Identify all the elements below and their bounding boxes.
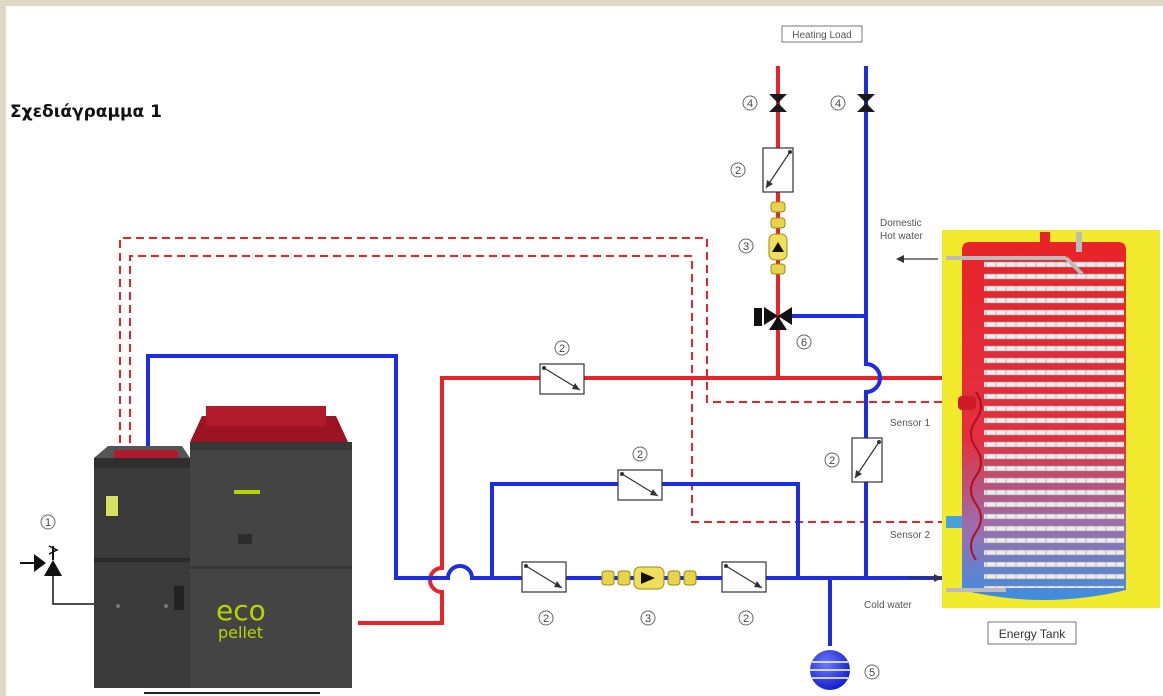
shutoff-valve-return [857, 94, 875, 112]
safety-valve [20, 545, 94, 605]
energy-tank-label: Energy Tank [999, 627, 1066, 641]
num-circle-valve-4a [742, 95, 758, 111]
num-circle-sensor-a [730, 162, 746, 178]
num-valve-4b: 4 [835, 98, 841, 110]
num-sensor-e: 2 [743, 613, 749, 625]
flow-sensor-heating-supply [762, 147, 794, 193]
energy-tank-label-box [987, 621, 1077, 645]
diagram-title: Σχεδιάγραμμα 1 [10, 102, 162, 122]
boiler-logo-line2: pellet [218, 623, 263, 642]
expansion-vessel [810, 650, 850, 690]
hot-water-label-line2: Hot water [880, 231, 923, 242]
num-sensor-c: 2 [637, 449, 643, 461]
num-sensor-d: 2 [543, 613, 549, 625]
num-safety-valve: 1 [45, 517, 51, 529]
hot-water-label-line1: Domestic [880, 218, 922, 229]
heating-load-label: Heating Load [792, 30, 852, 41]
energy-tank [942, 230, 1160, 608]
heating-system-diagram: Heating Load 4 4 2 2 [20, 25, 1160, 694]
num-sensor-a: 2 [735, 165, 741, 177]
num-circle-sensor-f [824, 452, 840, 468]
num-pump-a: 3 [743, 241, 749, 253]
flow-sensor-bypass [617, 469, 663, 501]
num-expansion-vessel: 5 [869, 667, 875, 679]
flow-sensor-tank-return [851, 437, 883, 483]
num-circle-sensor-d [538, 610, 554, 626]
num-circle-expansion-vessel [864, 664, 880, 680]
sensor-1-probe [958, 396, 976, 410]
num-pump-b: 3 [645, 613, 651, 625]
num-sensor-f: 2 [829, 455, 835, 467]
flow-sensor-return-right [721, 561, 767, 593]
flow-sensor-boiler-supply [539, 363, 585, 395]
diagram-frame: Σχεδιάγραμμα 1 [6, 6, 1163, 696]
flow-sensor-return-left [521, 561, 567, 593]
num-circle-safety-valve [40, 514, 56, 530]
num-valve-4a: 4 [747, 98, 753, 110]
sensor-2-label: Sensor 2 [890, 530, 930, 541]
num-circle-sensor-e [738, 610, 754, 626]
num-circle-sensor-c [632, 446, 648, 462]
shutoff-valve-supply [769, 94, 787, 112]
tank-coil [984, 258, 1124, 588]
pump-heating-circuit [768, 201, 788, 275]
num-circle-valve-4b [830, 95, 846, 111]
num-mixing-valve: 6 [801, 337, 807, 349]
num-circle-sensor-b [554, 340, 570, 356]
pellet-boiler: eco pellet [94, 406, 352, 694]
num-sensor-b: 2 [559, 343, 565, 355]
num-circle-mixing-valve [796, 334, 812, 350]
sensor-2-signal-line [129, 255, 946, 523]
cold-water-label: Cold water [864, 600, 912, 611]
three-way-mixing-valve [754, 307, 792, 330]
num-circle-pump-b [640, 610, 656, 626]
boiler-return-pipe-top [146, 354, 946, 580]
heating-return-pipe [864, 66, 882, 578]
sensor-1-signal-line [119, 237, 958, 456]
sensor-1-label: Sensor 1 [890, 418, 930, 429]
heating-load-box [781, 25, 863, 43]
boiler-display-icon [106, 496, 118, 516]
num-circle-pump-a [738, 238, 754, 254]
sensor-2-probe [946, 516, 962, 528]
pump-boiler-circuit [601, 566, 697, 590]
boiler-logo-line1: eco [216, 594, 266, 627]
